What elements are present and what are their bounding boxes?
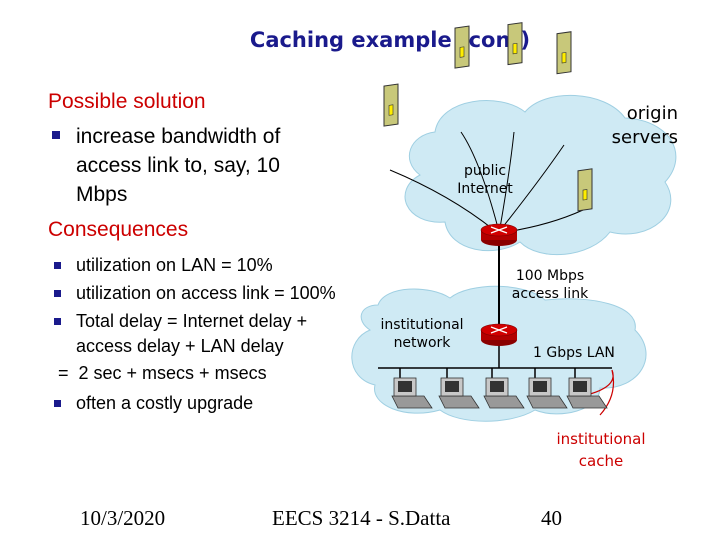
server-icon — [507, 22, 523, 66]
bullet-icon — [54, 290, 61, 297]
server-icon — [454, 25, 470, 69]
institutional-network-line-1: institutional — [380, 317, 464, 333]
workstation-icon — [438, 377, 480, 409]
origin-servers-line-2: servers — [611, 127, 678, 148]
institutional-network-line-2: network — [393, 335, 451, 351]
origin-servers-line-1: origin — [626, 103, 678, 124]
workstation-icon — [566, 377, 608, 409]
access-link-line-1: 100 Mbps — [515, 268, 585, 284]
footer-course: EECS 3214 - S.Datta — [272, 506, 451, 530]
solution-line-1: increase bandwidth of — [76, 125, 281, 148]
access-link-line-2: access link — [511, 286, 589, 302]
server-icon — [556, 31, 572, 75]
bullet-icon — [52, 131, 60, 139]
server-icon — [383, 83, 399, 127]
consequence-3-line1: Total delay = Internet delay + — [76, 311, 308, 331]
consequences-heading: Consequences — [48, 218, 189, 241]
lan-label: 1 Gbps LAN — [533, 345, 615, 361]
public-internet-label: public Internet — [440, 162, 530, 198]
solution-heading: Possible solution — [48, 90, 206, 113]
consequence-1: utilization on LAN = 10% — [76, 255, 273, 275]
consequence-4: often a costly upgrade — [76, 393, 254, 413]
bullet-icon — [54, 318, 61, 325]
footer-date: 10/3/2020 — [80, 506, 166, 530]
slide-title: Caching example (cont) — [249, 28, 531, 52]
origin-servers-label: origin servers — [612, 102, 678, 150]
workstation-icon — [526, 377, 568, 409]
page-number: 40 — [541, 506, 562, 530]
cache-link — [571, 369, 615, 416]
workstation-icon — [483, 377, 525, 409]
public-internet-line-2: Internet — [457, 181, 513, 197]
bullet-icon — [54, 400, 61, 407]
consequence-3-line2: access delay + LAN delay — [76, 336, 284, 356]
consequence-3-line3: = 2 sec + msecs + msecs — [58, 363, 267, 383]
consequence-2: utilization on access link = 100% — [76, 283, 336, 303]
institutional-cache-line-1: institutional — [556, 430, 646, 448]
bullet-icon — [54, 262, 61, 269]
server-icon — [577, 168, 593, 212]
solution-line-2: access link to, say, 10 — [76, 154, 280, 177]
public-internet-line-1: public — [463, 163, 507, 179]
institutional-router-icon — [480, 323, 518, 346]
workstation-icon — [391, 377, 433, 409]
institutional-cache-label: institutional cache — [542, 428, 660, 472]
institutional-network-label: institutional network — [374, 316, 470, 352]
internet-router-icon — [480, 223, 518, 246]
institutional-cache-line-2: cache — [578, 452, 624, 470]
solution-line-3: Mbps — [76, 183, 128, 206]
access-link-label: 100 Mbps access link — [505, 267, 595, 303]
